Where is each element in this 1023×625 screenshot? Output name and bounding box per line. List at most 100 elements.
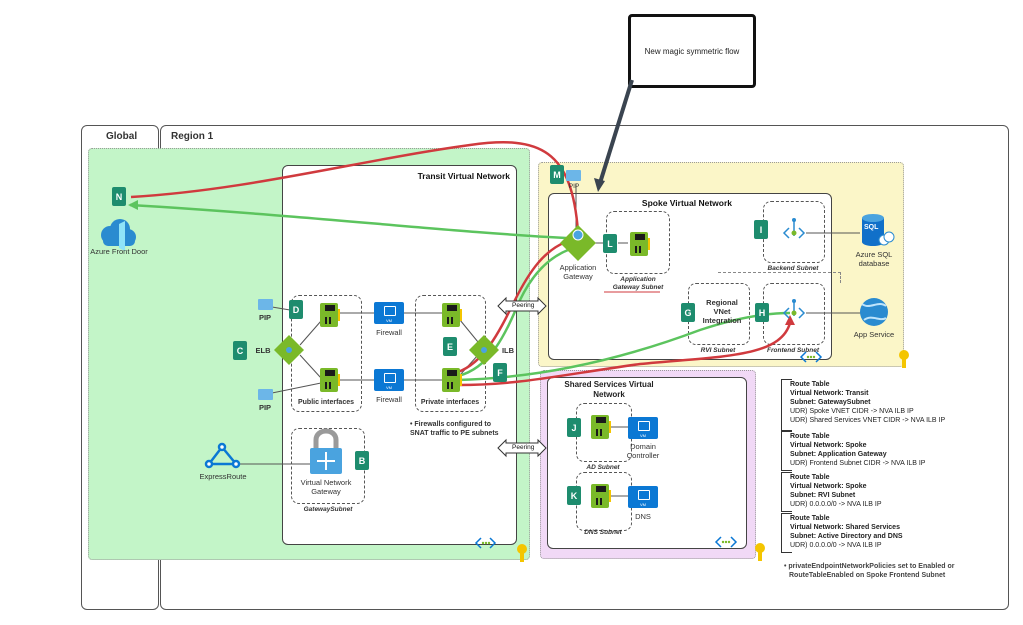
footnote-line1: • privateEndpointNetworkPolicies set to …: [784, 563, 955, 570]
app-gateway-line2: Gateway: [563, 272, 593, 281]
app-gateway-subnet-line1: Application: [620, 276, 656, 283]
elb-icon: [274, 335, 304, 365]
vng-label-line2: Gateway: [311, 487, 341, 496]
badge-k: K: [567, 486, 581, 505]
sql-line2: database: [858, 259, 890, 268]
route-table-1-udr-2: UDR) Shared Services VNET CIDR -> NVA IL…: [790, 417, 946, 424]
rvi-line1: Regional: [706, 298, 738, 307]
spoke-vnet-title: Spoke Virtual Network: [641, 198, 732, 208]
badge-i: I: [754, 220, 768, 239]
route-table-2: Route Table Virtual Network: Spoke Subne…: [790, 432, 925, 468]
badge-f: F: [493, 363, 507, 382]
vng-label-line1: Virtual Network: [300, 478, 352, 487]
badge-d: D: [289, 300, 303, 319]
badge-c: C: [233, 341, 247, 360]
rvi-line2: VNet: [713, 307, 731, 316]
callout-arrow: [598, 79, 634, 184]
peering-top-label: Peering: [512, 302, 535, 309]
route-table-4-vnet: Virtual Network: Shared Services: [790, 524, 900, 531]
nic-private-bottom: [442, 368, 462, 392]
route-table-1-title: Route Table: [790, 381, 830, 388]
expressroute-icon: [204, 442, 241, 469]
public-interfaces-label: Public interfaces: [297, 399, 355, 406]
vnet-icon-spoke: [799, 351, 823, 363]
nic-dns: [591, 484, 611, 508]
badge-h: H: [755, 303, 769, 322]
pip-bottom-label: PIP: [258, 403, 272, 412]
callout-box: New magic symmetric flow: [628, 14, 756, 88]
firewall-bottom-label: Firewall: [376, 395, 402, 404]
firewall-bottom-vm-icon: VM: [374, 369, 404, 391]
dns-label: DNS: [635, 512, 651, 521]
domain-controller-line2: Controller: [626, 451, 660, 460]
sql-database-shape: [862, 214, 895, 246]
badge-m: M: [550, 165, 564, 184]
domain-controller-label: Domain Controller: [622, 442, 664, 460]
footnote: • privateEndpointNetworkPolicies set to …: [784, 562, 954, 580]
nic-public-top: [320, 303, 340, 327]
global-region-title: Global: [106, 131, 138, 142]
badge-n: N: [112, 187, 126, 206]
pip-icons: [258, 170, 581, 400]
expressroute-label: ExpressRoute: [199, 472, 247, 481]
route-table-3-vnet: Virtual Network: Spoke: [790, 483, 867, 490]
frontend-subnet-label: Frontend Subnet: [767, 347, 819, 354]
callout-arrowhead: [594, 178, 605, 192]
green-flow-appgw-frontdoor: [129, 203, 567, 240]
red-flow-firewall-frontend: [457, 322, 792, 387]
footnote-line2: RouteTableEnabled on Spoke Frontend Subn…: [789, 572, 946, 579]
green-flow-firewall-appgw: [457, 248, 569, 378]
shared-vnet-title-line1: Shared Services Virtual: [564, 380, 654, 389]
vnet-icon-shared: [714, 536, 738, 548]
route-table-1-subnet: Subnet: GatewaySubnet: [790, 399, 871, 406]
vng-icon: [310, 428, 342, 474]
app-gateway-label: Application Gateway: [552, 263, 604, 281]
gateway-subnet-label: GatewaySubnet: [303, 506, 353, 513]
app-gateway-subnet-line2: Gateway Subnet: [612, 284, 664, 291]
route-table-2-subnet: Subnet: Application Gateway: [790, 451, 887, 458]
firewall-top-label: Firewall: [376, 328, 402, 337]
route-table-4-title: Route Table: [790, 515, 830, 522]
integration-dashed-link: [718, 272, 841, 283]
rvi-line3: Integration: [702, 316, 742, 325]
peering-bottom-label: Peering: [512, 444, 535, 451]
rvi-subnet-label: RVI Subnet: [700, 347, 736, 354]
dns-subnet-label: DNS Subnet: [584, 529, 622, 536]
route-table-2-title: Route Table: [790, 433, 830, 440]
shared-vnet-title-line2: Network: [593, 390, 625, 399]
elb-label: ELB: [255, 346, 271, 355]
front-door-cloud: [101, 219, 136, 251]
shared-vnet-title: Shared Services Virtual Network: [554, 380, 664, 400]
transit-vnet-title: Transit Virtual Network: [417, 171, 510, 181]
app-gateway-line1: Application: [559, 263, 597, 272]
spoke-pip-label: PIP: [568, 183, 580, 190]
red-flow-arrowhead: [785, 315, 795, 325]
app-gateway-subnet-label: Application Gateway Subnet: [600, 276, 676, 292]
route-table-3-title: Route Table: [790, 474, 830, 481]
rvi-label: Regional VNet Integration: [700, 298, 744, 325]
sql-line1: Azure SQL: [855, 250, 893, 259]
badge-b: B: [355, 451, 369, 470]
nic-ad: [591, 415, 611, 439]
red-flow-frontdoor-appgw: [130, 141, 580, 233]
badge-l: L: [603, 234, 617, 253]
dns-vm-icon: VM: [628, 486, 658, 508]
app-service-globe: [860, 298, 888, 326]
key-icon-shared: [755, 543, 765, 561]
app-service-label: App Service: [853, 330, 895, 339]
route-table-4-subnet: Subnet: Active Directory and DNS: [790, 533, 903, 540]
pip-top-label: PIP: [258, 313, 272, 322]
backend-subnet-label: Backend Subnet: [767, 265, 819, 272]
sql-icon-text: SQL: [864, 224, 879, 231]
route-table-2-vnet: Virtual Network: Spoke: [790, 442, 867, 449]
key-icon-spoke: [899, 350, 909, 368]
route-table-3-subnet: Subnet: RVI Subnet: [790, 492, 856, 499]
ad-subnet-label: AD Subnet: [586, 464, 620, 471]
callout-text: New magic symmetric flow: [644, 46, 740, 56]
ilb-label: ILB: [501, 346, 515, 355]
nic-app-gateway: [630, 232, 650, 256]
badge-g: G: [681, 303, 695, 322]
route-table-2-udr-1: UDR) Frontend Subnet CIDR -> NVA ILB IP: [790, 460, 926, 467]
sql-label: Azure SQL database: [850, 250, 898, 268]
